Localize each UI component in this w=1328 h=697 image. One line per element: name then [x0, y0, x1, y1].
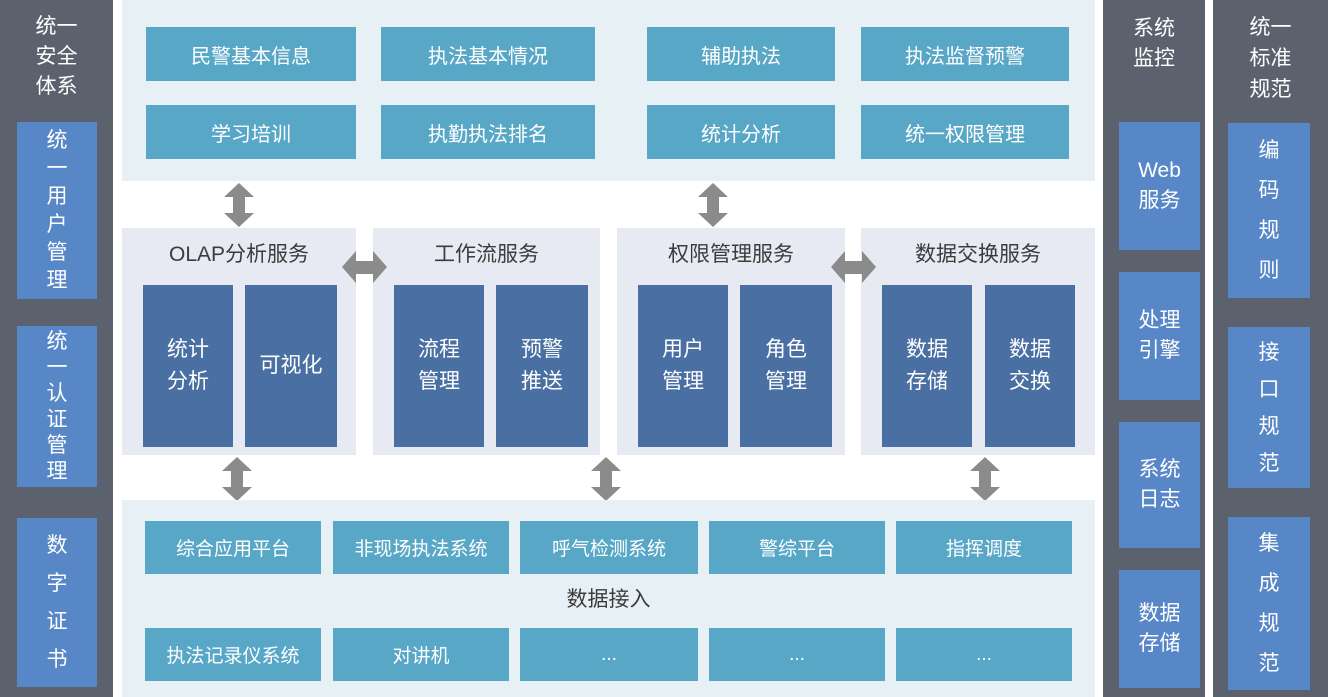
security-sidebar: 统一 安全 体系 统 一 用 户 管 理 统 一 认 证 管 理 数 字 证 书 — [0, 0, 113, 697]
horizontal-double-arrow-icon — [342, 251, 387, 283]
service-panel-permission: 权限管理服务 用户 管理 角色 管理 — [617, 228, 845, 455]
monitor-sidebar-item-label: 处理 引擎 — [1138, 309, 1181, 362]
source-system-label: 综合应用平台 — [175, 539, 290, 560]
device-label: 对讲机 — [392, 646, 450, 667]
device-ellipsis: ... — [709, 628, 885, 681]
service-panel-olap: OLAP分析服务 统计 分析 可视化 — [122, 228, 356, 455]
app-box-permission-mgmt: 统一权限管理 — [861, 105, 1069, 159]
app-box-supervision-warning: 执法监督预警 — [861, 27, 1069, 81]
source-system-offsite-enforcement: 非现场执法系统 — [333, 521, 509, 574]
standard-sidebar-item-coding-rules: 编 码 规 则 — [1228, 123, 1310, 298]
security-sidebar-item-label: 统 一 用 户 管 理 — [46, 128, 68, 292]
monitor-sidebar-item-label: 数据 存储 — [1138, 602, 1181, 655]
app-box-label: 统一权限管理 — [905, 123, 1025, 146]
security-sidebar-item-label: 统 一 认 证 管 理 — [46, 329, 68, 483]
app-box-statistics: 统计分析 — [647, 105, 835, 159]
horizontal-double-arrow-icon — [831, 251, 876, 283]
service-module-process-mgmt: 流程 管理 — [394, 285, 484, 447]
app-box-label: 统计分析 — [701, 123, 781, 146]
source-system-command-dispatch: 指挥调度 — [896, 521, 1072, 574]
standard-sidebar-title: 统一 标准 规范 — [1249, 16, 1292, 101]
monitor-sidebar-item-label: Web 服务 — [1138, 159, 1181, 212]
security-sidebar-item-auth-mgmt: 统 一 认 证 管 理 — [17, 326, 97, 487]
service-module-label: 数据 存储 — [906, 338, 948, 393]
monitor-sidebar-item-processing-engine: 处理 引擎 — [1119, 272, 1200, 400]
security-sidebar-item-label: 数 字 证 书 — [46, 533, 68, 671]
service-panel-title: 工作流服务 — [434, 243, 539, 266]
vertical-double-arrow-icon — [698, 183, 728, 227]
vertical-double-arrow-icon — [591, 457, 621, 501]
monitor-sidebar-item-data-storage: 数据 存储 — [1119, 570, 1200, 688]
service-panel-title: 数据交换服务 — [915, 243, 1041, 266]
standard-sidebar-item-label: 集 成 规 范 — [1258, 531, 1280, 675]
data-access-label: 数据接入 — [566, 588, 651, 611]
service-module-user-mgmt: 用户 管理 — [638, 285, 728, 447]
source-system-integrated-platform: 综合应用平台 — [145, 521, 321, 574]
device-ellipsis: ... — [520, 628, 698, 681]
source-system-label: 指挥调度 — [945, 539, 1022, 560]
app-box-label: 民警基本信息 — [191, 45, 311, 68]
source-system-police-platform: 警综平台 — [709, 521, 885, 574]
service-module-label: 预警 推送 — [521, 338, 563, 393]
monitor-sidebar-item-system-log: 系统 日志 — [1119, 422, 1200, 548]
application-layer: 民警基本信息 执法基本情况 辅助执法 执法监督预警 学习培训 执勤执法排名 统计… — [122, 0, 1095, 181]
app-box-enforcement-info: 执法基本情况 — [381, 27, 595, 81]
service-module-data-storage: 数据 存储 — [882, 285, 972, 447]
standard-sidebar-item-interface-spec: 接 口 规 范 — [1228, 327, 1310, 488]
service-module-role-mgmt: 角色 管理 — [740, 285, 832, 447]
service-module-label: 统计 分析 — [167, 338, 209, 393]
app-box-training: 学习培训 — [146, 105, 356, 159]
service-module-label: 用户 管理 — [662, 338, 704, 393]
service-panel-data-exchange: 数据交换服务 数据 存储 数据 交换 — [861, 228, 1095, 455]
vertical-double-arrow-icon — [224, 183, 254, 227]
app-box-assist-enforcement: 辅助执法 — [647, 27, 835, 81]
data-access-layer: 综合应用平台 非现场执法系统 呼气检测系统 警综平台 指挥调度 数据接入 执法记… — [122, 500, 1095, 697]
service-module-label: 可视化 — [259, 354, 323, 377]
device-label: ... — [601, 643, 617, 665]
service-module-data-exchange: 数据 交换 — [985, 285, 1075, 447]
standard-sidebar-item-label: 接 口 规 范 — [1258, 340, 1280, 475]
app-box-label: 执法监督预警 — [905, 45, 1025, 68]
service-module-visualization: 可视化 — [245, 285, 337, 447]
vertical-double-arrow-icon — [222, 457, 252, 501]
source-system-label: 警综平台 — [758, 539, 835, 560]
app-box-label: 学习培训 — [211, 123, 291, 146]
device-ellipsis: ... — [896, 628, 1072, 681]
app-box-label: 辅助执法 — [701, 45, 781, 68]
service-module-label: 角色 管理 — [765, 338, 807, 393]
service-panel-title: OLAP分析服务 — [168, 243, 310, 266]
service-module-label: 流程 管理 — [418, 338, 460, 393]
monitor-sidebar-title: 系统 监控 — [1133, 17, 1175, 70]
service-module-label: 数据 交换 — [1009, 338, 1051, 393]
monitor-sidebar: 系统 监控 Web 服务 处理 引擎 系统 日志 数据 存储 — [1103, 0, 1205, 697]
service-module-warning-push: 预警 推送 — [496, 285, 588, 447]
device-body-camera-system: 执法记录仪系统 — [145, 628, 321, 681]
app-box-police-info: 民警基本信息 — [146, 27, 356, 81]
device-label: ... — [789, 643, 805, 665]
security-sidebar-item-digital-cert: 数 字 证 书 — [17, 518, 97, 687]
device-label: ... — [976, 643, 992, 665]
vertical-double-arrow-icon — [970, 457, 1000, 501]
app-box-label: 执法基本情况 — [428, 45, 548, 68]
source-system-label: 呼气检测系统 — [551, 539, 666, 560]
device-walkie-talkie: 对讲机 — [333, 628, 509, 681]
app-box-duty-ranking: 执勤执法排名 — [381, 105, 595, 159]
app-box-label: 执勤执法排名 — [428, 123, 548, 146]
device-label: 执法记录仪系统 — [166, 646, 300, 667]
service-panel-title: 权限管理服务 — [668, 243, 794, 266]
source-system-label: 非现场执法系统 — [354, 539, 488, 560]
source-system-breath-test: 呼气检测系统 — [520, 521, 698, 574]
monitor-sidebar-item-web-service: Web 服务 — [1119, 122, 1200, 250]
security-sidebar-item-user-mgmt: 统 一 用 户 管 理 — [17, 122, 97, 299]
standard-sidebar: 统一 标准 规范 编 码 规 则 接 口 规 范 集 成 规 范 — [1213, 0, 1328, 697]
service-panel-workflow: 工作流服务 流程 管理 预警 推送 — [373, 228, 600, 455]
security-sidebar-title: 统一 安全 体系 — [35, 15, 78, 98]
standard-sidebar-item-label: 编 码 规 则 — [1258, 138, 1280, 282]
monitor-sidebar-item-label: 系统 日志 — [1138, 458, 1181, 511]
standard-sidebar-item-integration-spec: 集 成 规 范 — [1228, 517, 1310, 690]
service-module-stat-analysis: 统计 分析 — [143, 285, 233, 447]
